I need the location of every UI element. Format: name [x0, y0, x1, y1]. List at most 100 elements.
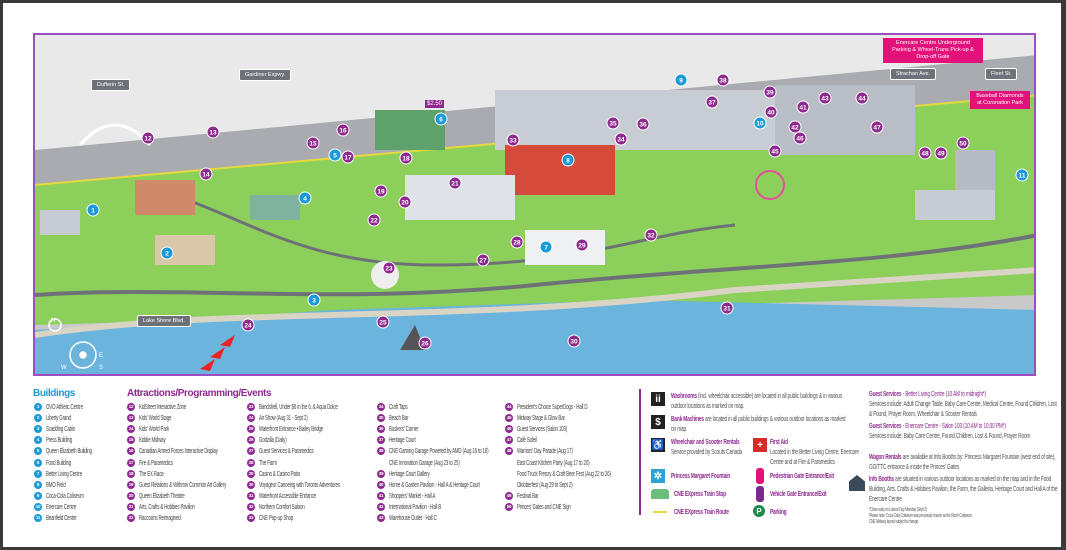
- map-marker-21[interactable]: [448, 176, 462, 190]
- map-marker-22[interactable]: [367, 213, 381, 227]
- legend-number-badge: 27: [247, 447, 255, 456]
- map-marker-44[interactable]: [855, 91, 869, 105]
- info-booths-note: Info Booths are situated in various outd…: [869, 474, 1058, 503]
- legend-item-label: Waterfront Entrance • Bailey Bridge: [259, 424, 324, 434]
- map-marker-16[interactable]: [336, 123, 350, 137]
- legend-number-badge: 43: [377, 514, 385, 522]
- legend-item-extra: Food Truck Frenzy & Craft Beer Fest (Aug…: [517, 468, 611, 478]
- map-marker-7[interactable]: [539, 240, 553, 254]
- legend-item-label: International Pavilion - Hall B: [389, 501, 442, 511]
- map-marker-35[interactable]: [606, 116, 620, 130]
- legend-number-badge: 30: [247, 480, 255, 489]
- map-marker-label: 11: [1019, 173, 1026, 180]
- legend-number-badge: 46: [505, 425, 513, 434]
- map-marker-45[interactable]: [768, 144, 782, 158]
- map-marker-10[interactable]: [753, 116, 767, 130]
- map-marker-19[interactable]: [374, 184, 388, 198]
- legend-number-badge: 45: [505, 414, 513, 423]
- legend-number-badge: 44: [505, 403, 513, 411]
- map-marker-26[interactable]: [418, 336, 432, 350]
- legend-item-label: Arts, Crafts & Hobbies Pavilion: [139, 501, 195, 511]
- legend-number-badge: 9: [34, 491, 42, 500]
- map-marker-5[interactable]: [328, 148, 342, 162]
- map-marker-9[interactable]: [674, 73, 688, 87]
- legend-item-label: Northern Comfort Saloon: [259, 501, 305, 511]
- map-marker-36[interactable]: [636, 117, 650, 131]
- map-marker-46[interactable]: [793, 131, 807, 145]
- bank-machine-icon: $: [651, 415, 665, 429]
- map-marker-3[interactable]: [307, 293, 321, 307]
- legend-item-label: Voyageur Canoeing with Toronto Adventure…: [259, 479, 340, 489]
- map-marker-48[interactable]: [918, 146, 932, 160]
- map-marker-41[interactable]: [796, 100, 810, 114]
- map-marker-42[interactable]: [788, 120, 802, 134]
- legend-item-label: Beach Bar: [389, 413, 409, 423]
- map-marker-29[interactable]: [575, 238, 589, 252]
- map-marker-11[interactable]: [1015, 168, 1029, 182]
- map-marker-25[interactable]: [376, 315, 390, 329]
- legend-item-label: Air Show (Aug 31 - Sept 2): [259, 413, 308, 423]
- map-marker-15[interactable]: [306, 136, 320, 150]
- map-marker-31[interactable]: [720, 301, 734, 315]
- map-marker-label: 31: [723, 306, 731, 313]
- legend-item-label: Queen Elizabeth Theatre: [139, 490, 185, 500]
- map-marker-1[interactable]: [86, 203, 100, 217]
- map-marker-23[interactable]: [382, 261, 396, 275]
- map-marker-label: 17: [344, 155, 352, 162]
- map-marker-27[interactable]: [476, 253, 490, 267]
- map-marker-20[interactable]: [398, 195, 412, 209]
- map-marker-label: 27: [479, 258, 487, 265]
- map-marker-label: 40: [767, 110, 775, 117]
- legend-item-label: BMO Field: [46, 479, 66, 489]
- legend-item-label: Kiddie Midway: [139, 435, 166, 445]
- map-marker-24[interactable]: [241, 318, 255, 332]
- map-marker-8[interactable]: [561, 153, 575, 167]
- map-marker-17[interactable]: [341, 150, 355, 164]
- washrooms-note: Washrooms (incl. wheelchair accessible) …: [671, 391, 843, 410]
- map-marker-33[interactable]: [506, 133, 520, 147]
- map-marker-49[interactable]: [934, 146, 948, 160]
- legend-item-label: Press Building: [46, 435, 73, 445]
- map-marker-34[interactable]: [614, 132, 628, 146]
- legend-number-badge: 2: [34, 414, 42, 423]
- parking-icon: P: [753, 505, 765, 517]
- legend-item-label: Café Soleil: [517, 435, 537, 445]
- map-marker-label: 3: [312, 298, 316, 305]
- compass-e: E: [99, 353, 104, 359]
- map-marker-47[interactable]: [870, 120, 884, 134]
- map-marker-32[interactable]: [644, 228, 658, 242]
- map-marker-40[interactable]: [764, 105, 778, 119]
- map-marker-label: 41: [799, 105, 807, 112]
- map-marker-37[interactable]: [705, 95, 719, 109]
- legend-number-badge: 3: [34, 425, 42, 434]
- map-marker-39[interactable]: [763, 85, 777, 99]
- map-marker-28[interactable]: [510, 235, 524, 249]
- map-marker-2[interactable]: [160, 246, 174, 260]
- map-marker-18[interactable]: [399, 151, 413, 165]
- legend-item-label: Kids' World Park: [139, 424, 170, 434]
- legend-number-badge: 35: [377, 414, 385, 423]
- map-marker-4[interactable]: [298, 191, 312, 205]
- legend-item: 30 Voyageur Canoeing with Toronto Adventu…: [247, 479, 357, 490]
- map-marker-6[interactable]: [434, 112, 448, 126]
- map-marker-30[interactable]: [567, 334, 581, 348]
- legend-item-label: KidStreet Interactive Zone: [139, 402, 187, 411]
- map-marker-43[interactable]: [818, 91, 832, 105]
- map-marker-13[interactable]: [206, 125, 220, 139]
- map-marker-12[interactable]: [141, 131, 155, 145]
- map-marker-label: 34: [617, 137, 625, 144]
- map-marker-14[interactable]: [199, 167, 213, 181]
- map-marker-50[interactable]: [956, 136, 970, 150]
- legend-item-label: Fire & Paramedics: [139, 457, 173, 467]
- map-marker-38[interactable]: [716, 73, 730, 87]
